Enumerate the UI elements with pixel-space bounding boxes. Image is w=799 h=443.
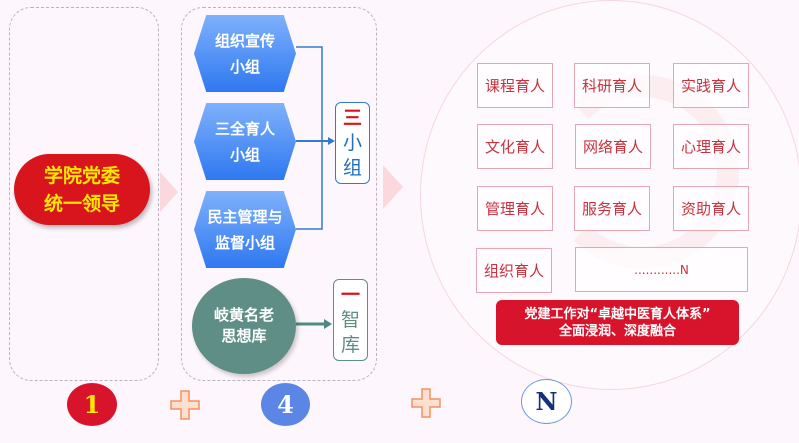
bracket-connector [296,46,335,329]
education-item: 文化育人 [477,124,553,169]
three-char2: 组 [342,156,362,179]
education-item: 服务育人 [574,186,650,231]
group-line2: 小组 [229,145,260,164]
group-line2: 小组 [229,57,260,76]
three-char1: 小 [342,131,362,154]
leadership-line1: 学院党委 [43,164,120,187]
one-number: 一 [340,283,360,306]
education-item-more: ............N [575,247,748,292]
think-tank-line1: 岐黄名老 [213,306,274,324]
groups-panel [181,7,377,381]
group-hexagon: 民主管理与监督小组 [194,191,296,268]
leadership-line2: 统一领导 [43,192,120,215]
group-line1: 组织宣传 [214,31,275,50]
one-char2: 库 [340,333,360,356]
banner-line2: 全面浸润、深度融合 [558,323,676,339]
education-item: 实践育人 [673,63,749,108]
flow-arrow-icon [160,172,178,212]
education-item: 管理育人 [477,186,553,231]
plus-icon [411,388,441,418]
education-item: 心理育人 [673,124,749,169]
education-item: 课程育人 [477,63,553,108]
education-item: 资助育人 [673,186,749,231]
one-tank-box: 一 智 库 [333,279,368,361]
group-hexagon: 组织宣传小组 [194,15,296,92]
education-item: 网络育人 [575,124,651,169]
leadership-pill: 学院党委统一领导 [14,154,150,225]
three-groups-box: 三 小 组 [335,102,370,184]
education-item: 组织育人 [476,248,552,293]
think-tank-circle: 岐黄名老思想库 [192,278,296,374]
leadership-panel [9,7,159,381]
count-n-badge: N [521,379,572,424]
group-line1: 民主管理与 [207,207,283,226]
plus-icon [170,390,200,420]
integration-banner: 党建工作对“卓越中医育人体系”全面浸润、深度融合 [496,300,739,345]
banner-line1: 党建工作对“卓越中医育人体系” [524,306,711,322]
group-line1: 三全育人 [214,119,275,138]
count-four-badge: 4 [261,383,310,426]
three-number: 三 [342,106,362,129]
think-tank-line2: 思想库 [221,327,267,345]
count-one-badge: 1 [67,383,117,426]
flow-arrow-icon [383,165,403,209]
group-line2: 监督小组 [214,233,275,252]
one-char1: 智 [340,308,360,331]
education-item: 科研育人 [574,63,650,108]
group-hexagon: 三全育人小组 [194,103,296,180]
